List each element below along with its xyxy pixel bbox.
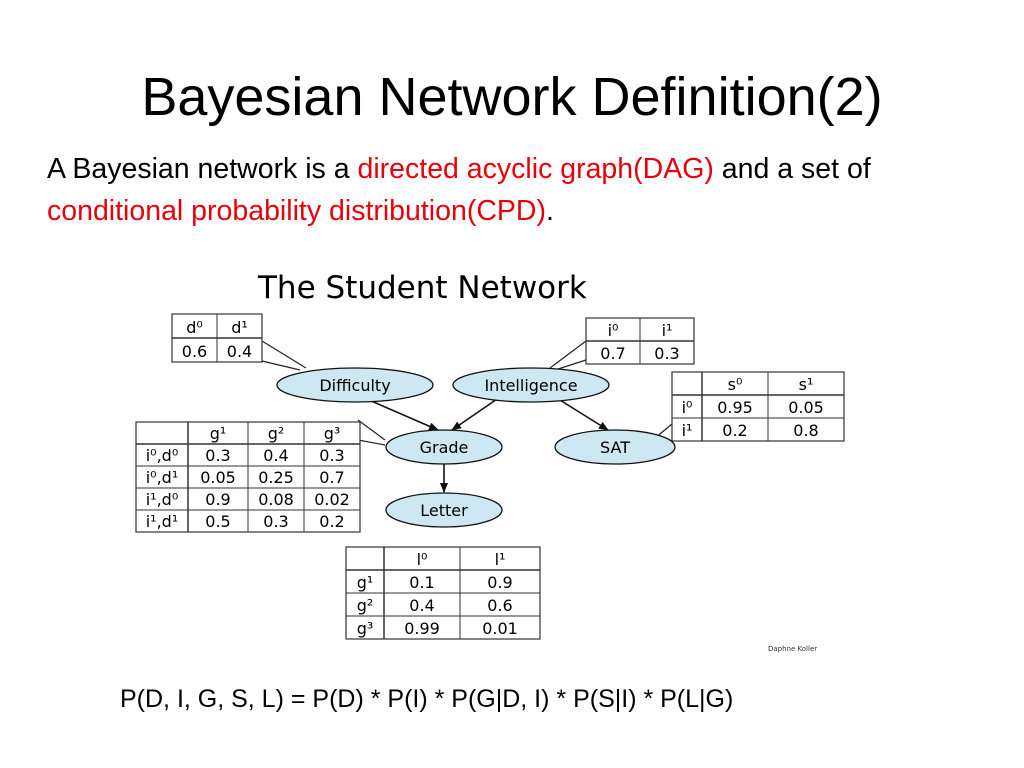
edge-difficulty-grade	[361, 396, 439, 431]
table-cell: 0.4	[409, 596, 434, 615]
edge-intelligence-sat	[554, 396, 609, 431]
table-header-cell: d¹	[231, 318, 248, 337]
cpd-table-difficulty: d⁰ d¹ 0.6 0.4	[171, 313, 263, 363]
table-cell: i¹	[682, 421, 693, 440]
table-cell: 0.6	[487, 596, 512, 615]
edges	[361, 396, 609, 493]
node-grade: Grade	[385, 429, 503, 465]
diagram-title: The Student Network	[257, 270, 587, 306]
cpd-table-letter: l⁰ l¹ g¹ 0.1 0.9 g² 0.4 0.6 g³ 0.99 0.01	[345, 546, 541, 640]
table-header-cell: i¹	[662, 321, 673, 340]
cpd-table-sat: s⁰ s¹ i⁰ 0.95 0.05 i¹ 0.2 0.8	[671, 371, 845, 442]
table-cell: 0.05	[788, 398, 824, 417]
body-text-1: A Bayesian network is a	[47, 153, 358, 185]
node-label-difficulty: Difficulty	[319, 376, 390, 395]
table-cell: 0.7	[319, 468, 344, 487]
table-cell: i⁰,d⁰	[146, 446, 179, 465]
table-cell: 0.6	[182, 342, 207, 361]
table-cell: 0.4	[227, 342, 252, 361]
node-label-intelligence: Intelligence	[484, 376, 577, 395]
table-cell: 0.3	[263, 512, 288, 531]
table-cell: g¹	[357, 573, 374, 592]
table-border	[671, 371, 845, 442]
table-cell: 0.08	[258, 490, 294, 509]
table-cell: i¹,d¹	[146, 512, 179, 531]
table-cell: 0.05	[200, 468, 236, 487]
table-header-cell: d⁰	[186, 318, 203, 337]
node-label-grade: Grade	[420, 438, 469, 457]
cpd-table-grade: g¹ g² g³ i⁰,d⁰ 0.3 0.4 0.3 i⁰,d¹ 0.05 0.25 0.7 i¹,d…	[135, 421, 361, 533]
table-cell: 0.1	[409, 573, 434, 592]
table-cell: 0.8	[793, 421, 818, 440]
table-header-cell: s⁰	[728, 375, 743, 394]
slide-title: Bayesian Network Definition(2)	[141, 67, 883, 127]
table-cell: i⁰	[682, 398, 693, 417]
table-header-cell: g³	[324, 424, 341, 443]
table-cell: 0.3	[205, 446, 230, 465]
table-header-cell: l¹	[495, 550, 506, 569]
node-intelligence: Intelligence	[452, 367, 610, 403]
body-highlight-cpd: conditional probability distribution(CPD…	[47, 195, 546, 227]
table-cell: 0.4	[263, 446, 288, 465]
node-label-sat: SAT	[600, 438, 630, 457]
table-cell: 0.25	[258, 468, 294, 487]
table-cell: i¹,d⁰	[146, 490, 179, 509]
diagram-credit: Daphne Koller	[768, 645, 817, 653]
node-label-letter: Letter	[420, 501, 468, 520]
table-cell: 0.02	[314, 490, 350, 509]
table-header-cell: s¹	[799, 375, 814, 394]
table-cell: 0.2	[319, 512, 344, 531]
table-cell: 0.3	[654, 344, 679, 363]
table-header-cell: l⁰	[417, 550, 428, 569]
node-difficulty: Difficulty	[276, 367, 434, 403]
table-cell: 0.5	[205, 512, 230, 531]
table-header-cell: g²	[268, 424, 285, 443]
table-cell: i⁰,d¹	[146, 468, 179, 487]
table-cell: 0.95	[717, 398, 753, 417]
cpd-table-intelligence: i⁰ i¹ 0.7 0.3	[585, 317, 695, 365]
table-cell: g³	[357, 619, 374, 638]
table-cell: 0.3	[319, 446, 344, 465]
table-cell: 0.2	[722, 421, 747, 440]
node-sat: SAT	[554, 429, 676, 465]
table-cell: 0.9	[487, 573, 512, 592]
table-cell: 0.99	[404, 619, 440, 638]
edge-intelligence-grade	[451, 396, 501, 431]
table-header-cell: g¹	[210, 424, 227, 443]
joint-probability-formula: P(D, I, G, S, L) = P(D) * P(I) * P(G|D, …	[120, 685, 734, 713]
slide-body: A Bayesian network is a directed acyclic…	[47, 148, 987, 232]
table-cell: g²	[357, 596, 374, 615]
table-cell: 0.01	[482, 619, 518, 638]
body-text-3: .	[546, 195, 554, 227]
node-letter: Letter	[385, 492, 503, 528]
body-text-2: and a set of	[713, 153, 871, 185]
table-cell: 0.9	[205, 490, 230, 509]
table-cell: 0.7	[600, 344, 625, 363]
body-highlight-dag: directed acyclic graph(DAG)	[357, 153, 714, 185]
table-header-cell: i⁰	[608, 321, 619, 340]
